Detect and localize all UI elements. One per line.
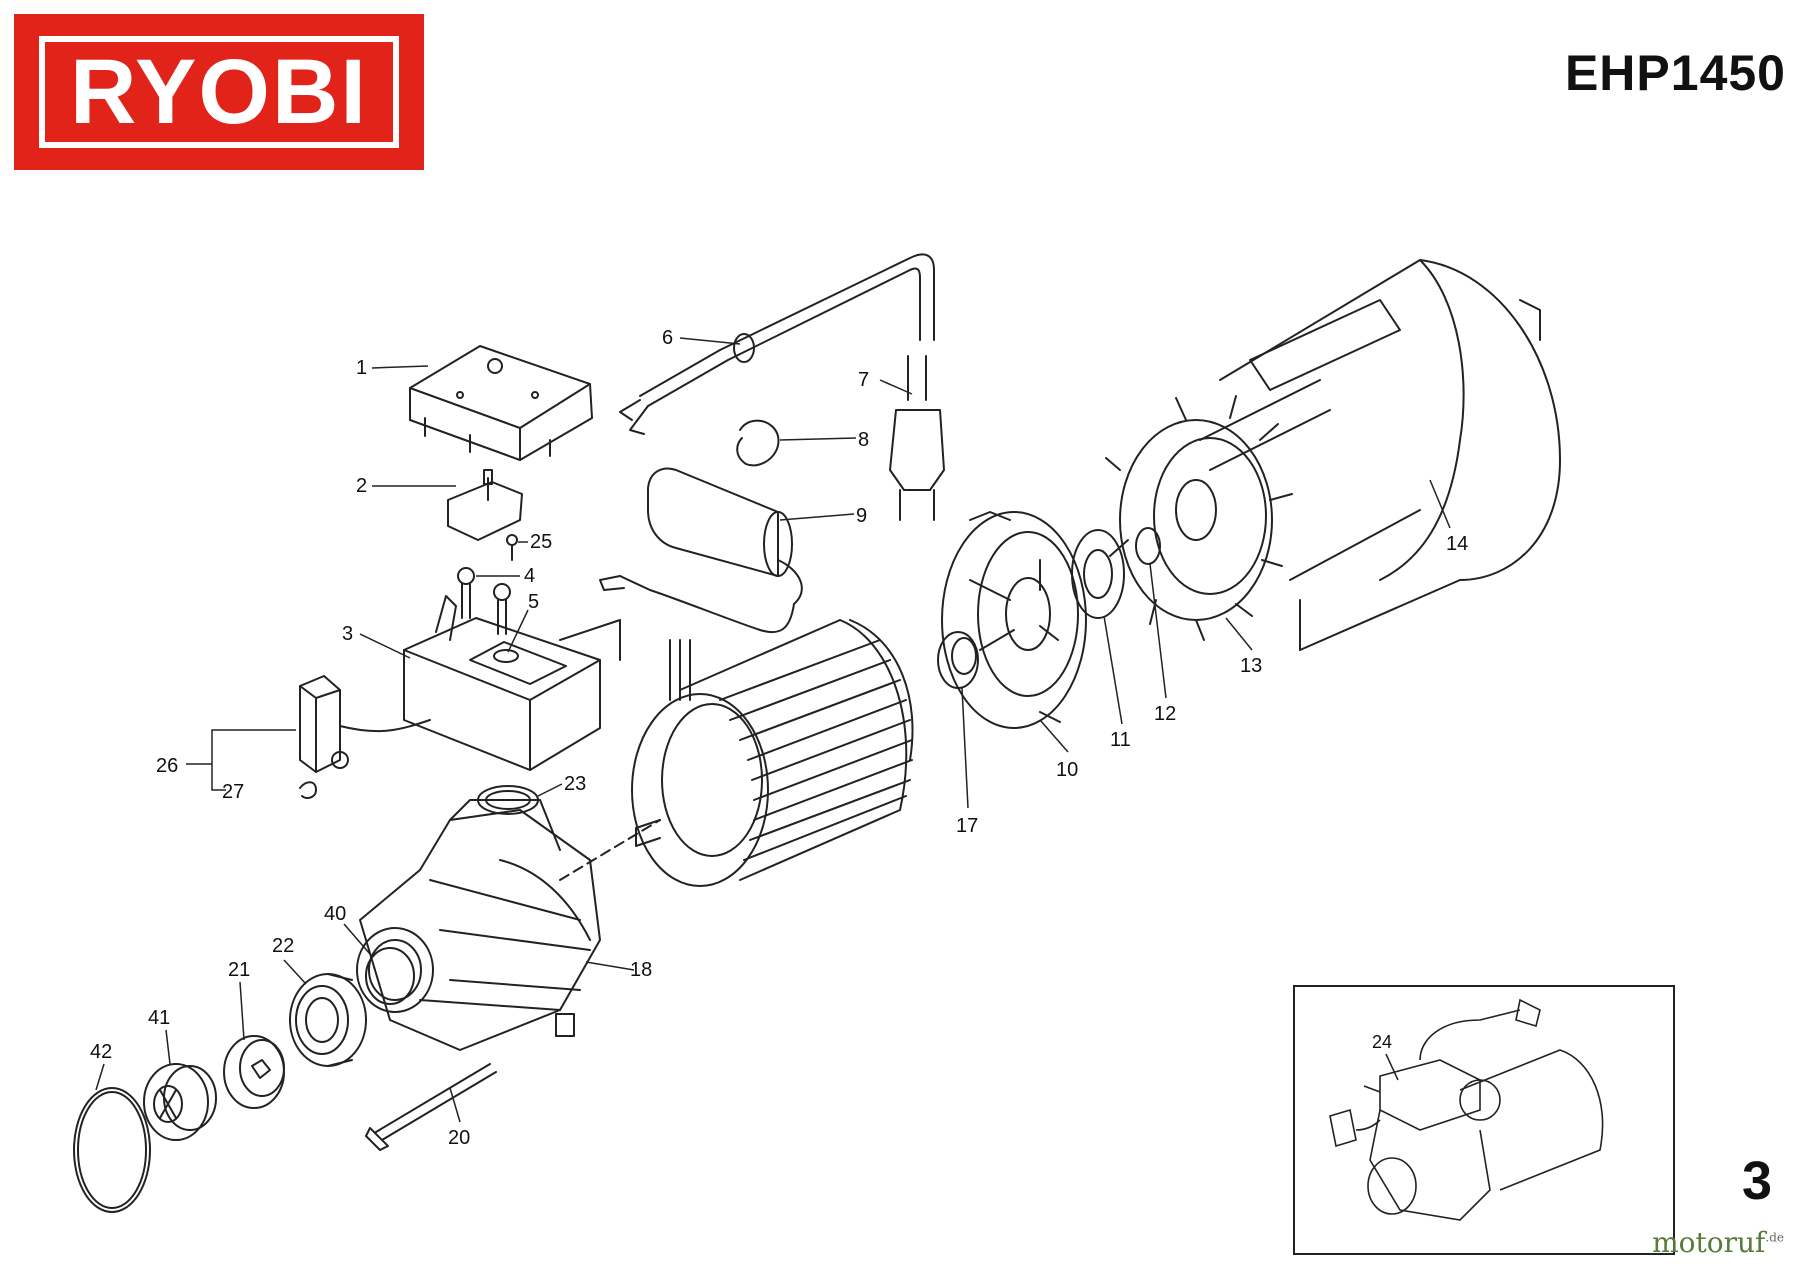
part-label-18: 18 (630, 959, 652, 981)
leader-10 (1039, 719, 1069, 753)
part-1-terminal-cover (409, 345, 593, 461)
part-21-impeller (223, 1035, 285, 1109)
part-13-fan (1105, 395, 1293, 641)
ryobi-logo: RYOBI (14, 14, 424, 170)
part-label-12: 12 (1154, 703, 1176, 725)
part-27-clip (299, 781, 317, 799)
part-label-21: 21 (228, 959, 250, 981)
leader-24 (1385, 1053, 1399, 1081)
leader-17 (961, 687, 969, 809)
part-label-2: 2 (356, 475, 367, 497)
brand-name: RYOBI (70, 41, 368, 143)
model-number: EHP1450 (1564, 45, 1786, 101)
part-18-pump-housing (356, 799, 601, 1051)
leader-23 (537, 783, 563, 797)
watermark-tld: .de (1765, 1230, 1784, 1245)
leader-9 (779, 513, 855, 521)
part-label-41: 41 (148, 1007, 170, 1029)
leader-41 (165, 1029, 171, 1065)
part-label-11: 11 (1110, 729, 1131, 751)
part-20-bolt (365, 1063, 497, 1151)
part-label-9: 9 (856, 505, 867, 527)
part-label-6: 6 (662, 327, 673, 349)
part-label-14: 14 (1446, 533, 1468, 555)
part-label-10: 10 (1056, 759, 1078, 781)
leader-26-27 (186, 729, 296, 791)
leader-3 (359, 633, 411, 659)
part-2-terminal-plate (447, 469, 523, 541)
assembly-axis-line (559, 819, 661, 881)
part-41-diffuser (143, 1063, 217, 1141)
part-label-1: 1 (356, 357, 367, 379)
leader-1 (371, 365, 429, 369)
part-40-bearing (365, 947, 415, 1005)
inset-label-24: 24 (1372, 1032, 1392, 1052)
leader-42 (95, 1063, 105, 1091)
leader-13 (1225, 617, 1253, 651)
part-10-end-shield (941, 511, 1087, 729)
part-label-20: 20 (448, 1127, 470, 1149)
part-label-17: 17 (956, 815, 978, 837)
leader-40 (343, 923, 371, 955)
leader-18 (585, 961, 635, 971)
wave-ring (849, 619, 914, 761)
leader-7 (879, 379, 913, 395)
page-number: 3 (1741, 1151, 1772, 1211)
part-4-screws (457, 567, 511, 635)
leader-22 (283, 959, 307, 985)
watermark: motoruf.de (1652, 1226, 1784, 1259)
part-8-clip (736, 419, 780, 467)
leader-12 (1149, 563, 1167, 699)
leader-6 (679, 337, 741, 345)
part-label-22: 22 (272, 935, 294, 957)
part-26-switch (299, 675, 431, 773)
part-label-4: 4 (524, 565, 535, 587)
part-6-cable (619, 253, 935, 435)
part-label-3: 3 (342, 623, 353, 645)
part-42-o-ring (73, 1087, 151, 1213)
part-label-25: 25 (530, 531, 552, 553)
part-11-seal (1071, 529, 1125, 619)
part-label-7: 7 (858, 369, 869, 391)
leader-20 (449, 1087, 461, 1123)
leader-5 (507, 609, 529, 653)
logo-frame: RYOBI (39, 36, 399, 148)
assembled-pump-inset: 24 (1293, 985, 1675, 1255)
part-22-bearing (289, 973, 367, 1067)
part-label-5: 5 (528, 591, 539, 613)
part-12-ring (1135, 527, 1161, 565)
part-label-23: 23 (564, 773, 586, 795)
leader-21 (239, 981, 245, 1041)
rotor-stator (631, 619, 913, 887)
watermark-text: motoruf (1652, 1226, 1766, 1259)
part-label-40: 40 (324, 903, 346, 925)
part-25-screw (506, 534, 518, 561)
part-label-13: 13 (1240, 655, 1262, 677)
part-label-27: 27 (222, 781, 244, 803)
part-9-capacitor (599, 467, 803, 634)
leader-14 (1429, 479, 1451, 529)
leader-8 (779, 437, 857, 441)
part-3-terminal-box (403, 595, 621, 771)
part-label-8: 8 (858, 429, 869, 451)
part-label-42: 42 (90, 1041, 112, 1063)
part-14-motor-housing (1199, 259, 1561, 651)
part-7-plug (889, 355, 945, 521)
leader-11 (1103, 615, 1123, 725)
part-label-26: 26 (156, 755, 178, 777)
